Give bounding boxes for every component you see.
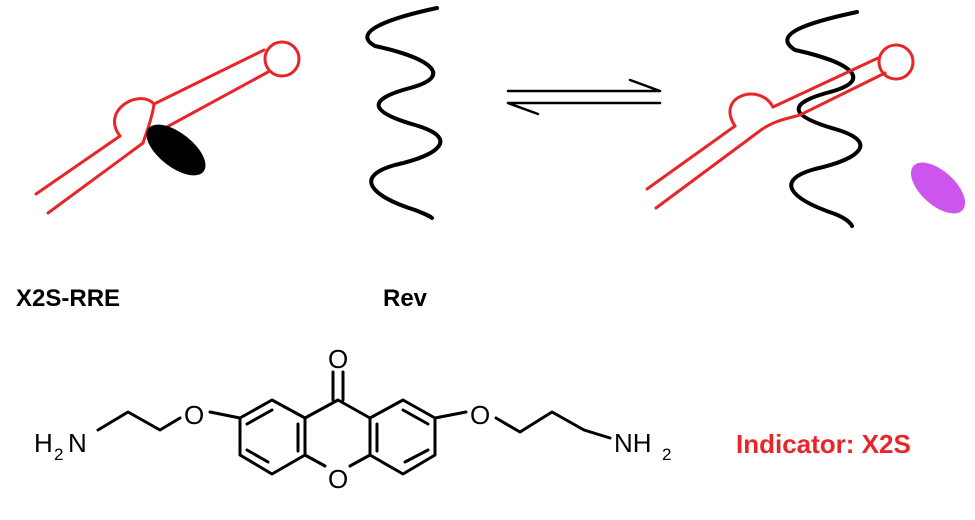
indicator-label: Indicator: X2S bbox=[736, 429, 911, 459]
free-indicator-ellipse bbox=[910, 162, 966, 214]
right-ether-oxygen: O bbox=[470, 400, 490, 430]
rna-hairpin-loop-right bbox=[877, 43, 915, 81]
left-ring-double-bonds bbox=[245, 408, 300, 464]
equilibrium-arrows bbox=[506, 78, 662, 116]
left-ether-bond bbox=[208, 410, 242, 420]
rna-bulge-loop-right bbox=[728, 92, 775, 128]
rna-strand-lower-right bbox=[654, 71, 887, 210]
left-ethyl-chain bbox=[96, 410, 182, 432]
carbonyl-bond bbox=[331, 370, 345, 402]
right-ether-bond bbox=[433, 410, 468, 420]
forward-arrow bbox=[506, 78, 662, 93]
rna-hairpin-loop bbox=[263, 40, 301, 78]
rev-helix-bound bbox=[785, 10, 863, 228]
left-amine-n: N bbox=[68, 428, 87, 458]
bound-indicator-ellipse bbox=[146, 124, 206, 176]
reverse-arrow bbox=[506, 101, 662, 116]
rev-helix bbox=[365, 6, 443, 220]
rna-strand-upper-right bbox=[645, 56, 880, 191]
left-ether-oxygen: O bbox=[184, 400, 204, 430]
rna-strand-upper bbox=[34, 48, 266, 196]
x2s-atom-labels: H 2 N O O O O NH 2 bbox=[34, 344, 671, 494]
left-amine-subscript: 2 bbox=[54, 445, 63, 464]
x2s-structure bbox=[96, 370, 612, 476]
right-ethyl-chain bbox=[494, 410, 612, 440]
right-amine-subscript: 2 bbox=[662, 445, 671, 464]
right-amine-nh: NH bbox=[614, 428, 652, 458]
central-ring bbox=[303, 398, 372, 468]
rre-rna-hairpin-right bbox=[645, 43, 915, 210]
rev-label: Rev bbox=[383, 285, 428, 312]
right-ring-double-bonds bbox=[375, 408, 430, 464]
rre-rna-hairpin-left bbox=[34, 40, 301, 215]
carbonyl-oxygen: O bbox=[328, 344, 348, 374]
rna-bulge-loop bbox=[113, 97, 156, 145]
x2s-rre-label: X2S-RRE bbox=[16, 285, 120, 312]
rna-strand-lower bbox=[46, 70, 270, 215]
left-amine-h: H bbox=[34, 428, 53, 458]
right-benzene-ring bbox=[368, 398, 437, 476]
ring-oxygen: O bbox=[328, 464, 348, 494]
